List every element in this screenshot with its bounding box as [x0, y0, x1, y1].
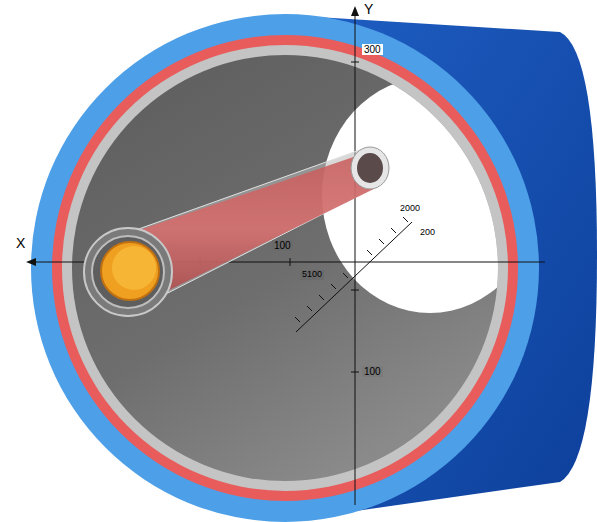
axis-label: 2000 [398, 204, 422, 214]
axis-label: 300 [362, 44, 383, 55]
pipe-far-end [351, 147, 389, 189]
axis-label: 200 [418, 228, 437, 238]
y-arrow [351, 6, 359, 16]
axis-label: 100 [272, 240, 293, 251]
axes [32, 12, 545, 505]
x-arrow [26, 258, 36, 266]
axis-label: 5100 [300, 270, 324, 280]
pipe-core [101, 242, 159, 300]
axis-label: 100 [362, 366, 383, 377]
pipe-sheath-end [84, 228, 172, 316]
axis-label: X [14, 236, 27, 251]
pipe-far-bore [357, 153, 383, 183]
pipe-wall-end [92, 236, 164, 308]
pipe-core-highlight [112, 246, 156, 290]
outer-jacket [31, 14, 539, 522]
axis-label: Y [362, 2, 375, 17]
